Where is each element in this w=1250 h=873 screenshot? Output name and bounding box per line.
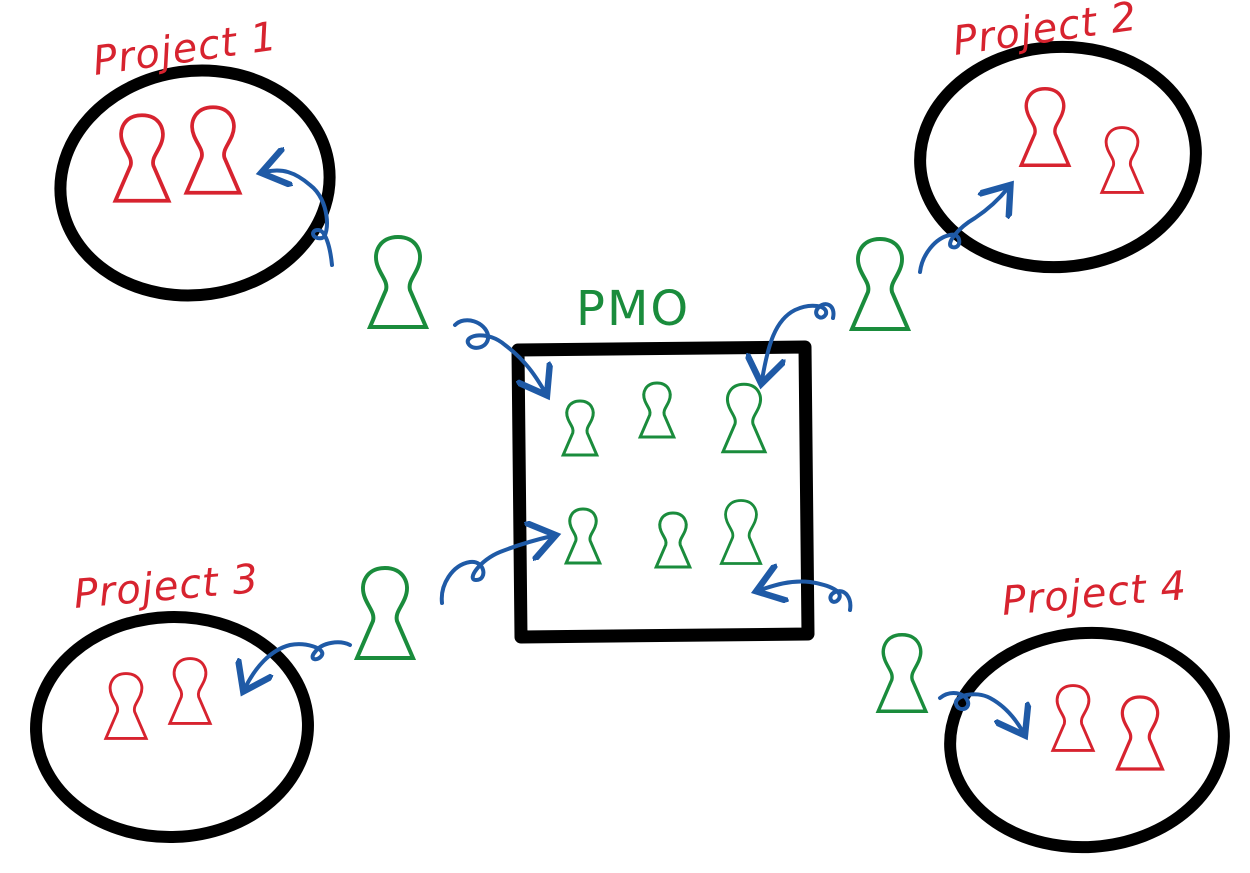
transit-person-icon [876,633,928,713]
project-3-label: Project 3 [72,556,261,618]
project-4: Project 4 [944,563,1230,854]
project-1-member-icon [184,105,242,195]
project-3-member-icon [104,672,148,740]
pmo: PMO [511,281,815,644]
transit-person-icon [355,566,415,660]
project-2-member-icon [1019,87,1071,167]
project-3-member-icon [168,657,212,725]
curly-arrow-icon [760,582,853,612]
project-2-ellipse [914,40,1202,274]
pmo-box [511,340,815,644]
arrows [245,171,1023,732]
pmo-member-icon [720,499,762,565]
curly-arrow-icon [918,188,1008,274]
project-1-ellipse [54,64,336,302]
project-4-label: Project 4 [1000,563,1189,625]
pmo-label: PMO [576,281,690,337]
pmo-member-icon [638,381,676,439]
project-4-member-icon [1115,695,1165,771]
curly-arrow-icon [439,536,552,605]
curly-arrow-icon [938,691,1023,732]
project-4-member-icon [1051,684,1095,752]
transit-person-icon [368,235,428,329]
project-3-ellipse [30,610,314,844]
pmo-member-icon [654,511,692,569]
project-1-member-icon [113,113,171,203]
project-3: Project 3 [30,556,314,844]
project-4-ellipse [944,626,1230,854]
curly-arrow-icon [245,640,352,688]
curly-arrow-icon [265,171,334,267]
curly-arrow-icon [762,302,836,380]
pmo-member-icon [721,382,767,454]
pmo-member-icon [561,399,599,457]
curly-arrow-icon [453,318,545,392]
project-1: Project 1 [54,14,336,302]
project-2-member-icon [1100,126,1144,194]
pmo-member-icon [564,507,602,565]
transit-person-icon [850,237,910,331]
